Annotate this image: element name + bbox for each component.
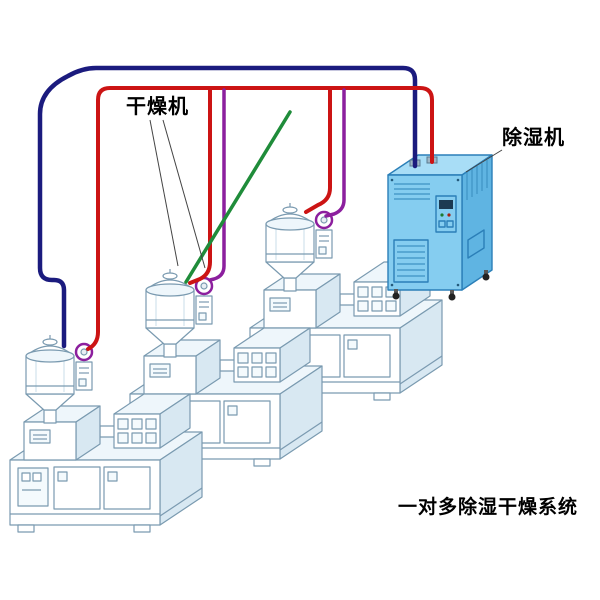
- pipe-red-branch-hopper2: [188, 86, 212, 285]
- dryer-leader-line: [162, 119, 206, 269]
- caster-wheels: [392, 270, 490, 301]
- caption-title: 一对多除湿干燥系统: [398, 495, 578, 518]
- pipe-navy-return: [37, 65, 418, 349]
- dryer-label: 干燥机: [126, 94, 189, 118]
- dehumidifier-leader-line: [465, 149, 503, 173]
- panel-button: [446, 220, 454, 228]
- indicator-light: [447, 213, 451, 217]
- pipe-purple-hopper2: [208, 88, 226, 282]
- pipe-red-branch-hopper3: [304, 86, 332, 214]
- dryer-leader-line: [149, 119, 179, 267]
- pipe-green-hopper2: [184, 110, 292, 284]
- cabinet-louver: [393, 239, 429, 283]
- dehumidifier-label: 除湿机: [502, 125, 565, 149]
- dehumidifier-cabinet: [387, 154, 493, 301]
- panel-button: [438, 220, 446, 228]
- display-screen: [439, 200, 453, 209]
- pipe-red-supply-main: [86, 86, 434, 351]
- side-vent: [467, 229, 485, 259]
- indicator-light: [440, 213, 444, 217]
- pipe-purple-hopper3: [324, 88, 346, 218]
- cabinet-control-panel: [435, 195, 457, 233]
